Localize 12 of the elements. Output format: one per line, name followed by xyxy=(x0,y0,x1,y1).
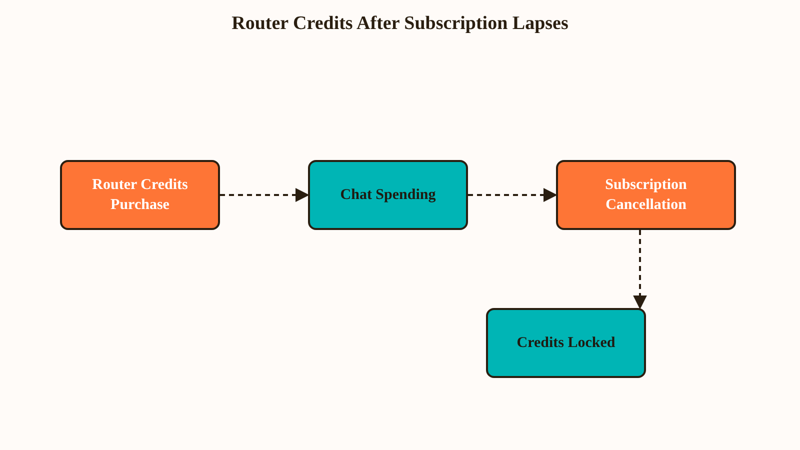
arrow xyxy=(220,188,310,202)
box-label: Router Credits Purchase xyxy=(91,176,189,215)
box-label: Credits Locked xyxy=(516,334,616,353)
process-box xyxy=(60,160,220,230)
process-box xyxy=(308,160,468,230)
box-label: Subscription Cancellation xyxy=(604,176,688,215)
arrow xyxy=(468,188,558,202)
box-label: Chat Spending xyxy=(339,186,437,205)
process-box xyxy=(556,160,736,230)
diagram-title: Router Credits After Subscription Lapses xyxy=(232,12,568,36)
process-box xyxy=(486,308,646,378)
arrow xyxy=(633,230,647,310)
